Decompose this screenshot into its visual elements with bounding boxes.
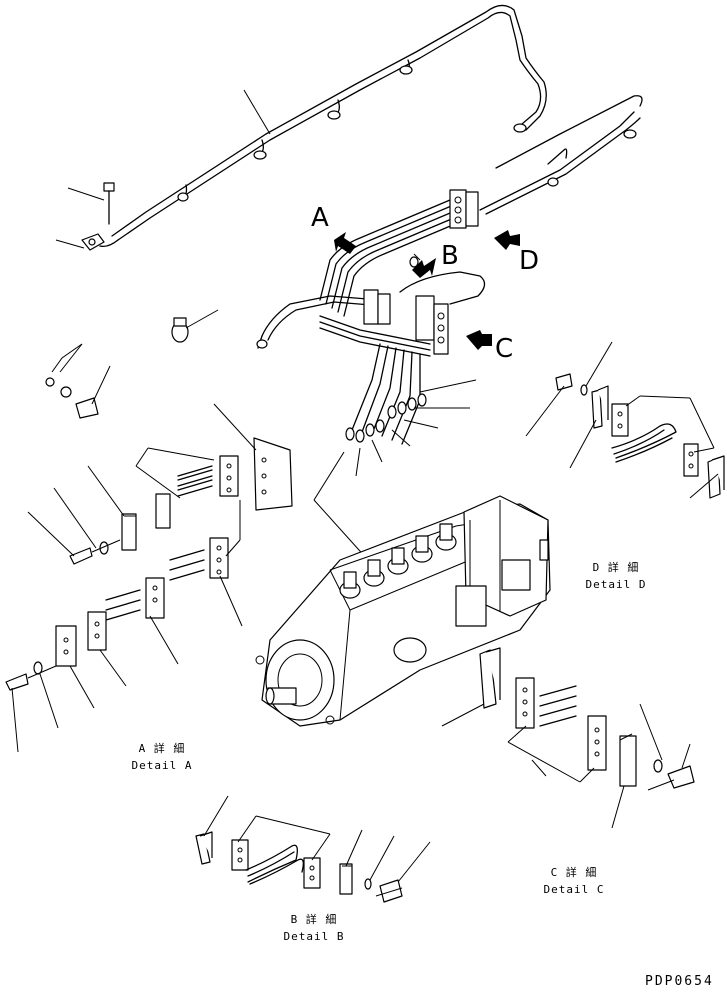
detail-caption-c: C 詳 細 Detail C [532, 864, 616, 898]
detail-d [525, 341, 725, 499]
detail-c-title-en: Detail C [543, 883, 605, 896]
detail-b-title-jp: B 詳 細 [290, 913, 338, 926]
return-pipe [55, 4, 547, 251]
detail-d-title-jp: D 詳 細 [592, 561, 640, 574]
detail-c-title-jp: C 詳 細 [550, 866, 598, 879]
injection-pipes [171, 189, 486, 561]
detail-d-title-en: Detail D [585, 578, 647, 591]
view-arrow-label-b: B [441, 241, 459, 271]
detail-b-title-en: Detail B [283, 930, 345, 943]
detail-a [5, 343, 293, 753]
view-arrow-label-c: C [495, 334, 514, 364]
upper-right-pipe [479, 95, 643, 215]
detail-a-title-en: Detail A [131, 759, 193, 772]
view-arrows [334, 230, 520, 350]
detail-caption-b: B 詳 細 Detail B [272, 911, 356, 945]
drawing-code: PDP0654 [645, 974, 714, 989]
detail-caption-d: D 詳 細 Detail D [574, 559, 658, 593]
detail-caption-a: A 詳 細 Detail A [120, 740, 204, 774]
injection-pump [255, 495, 551, 727]
view-arrow-label-a: A [311, 203, 329, 233]
view-arrow-label-d: D [519, 246, 540, 276]
detail-b [195, 795, 431, 903]
detail-c [441, 647, 695, 829]
detail-a-title-jp: A 詳 細 [138, 742, 186, 755]
